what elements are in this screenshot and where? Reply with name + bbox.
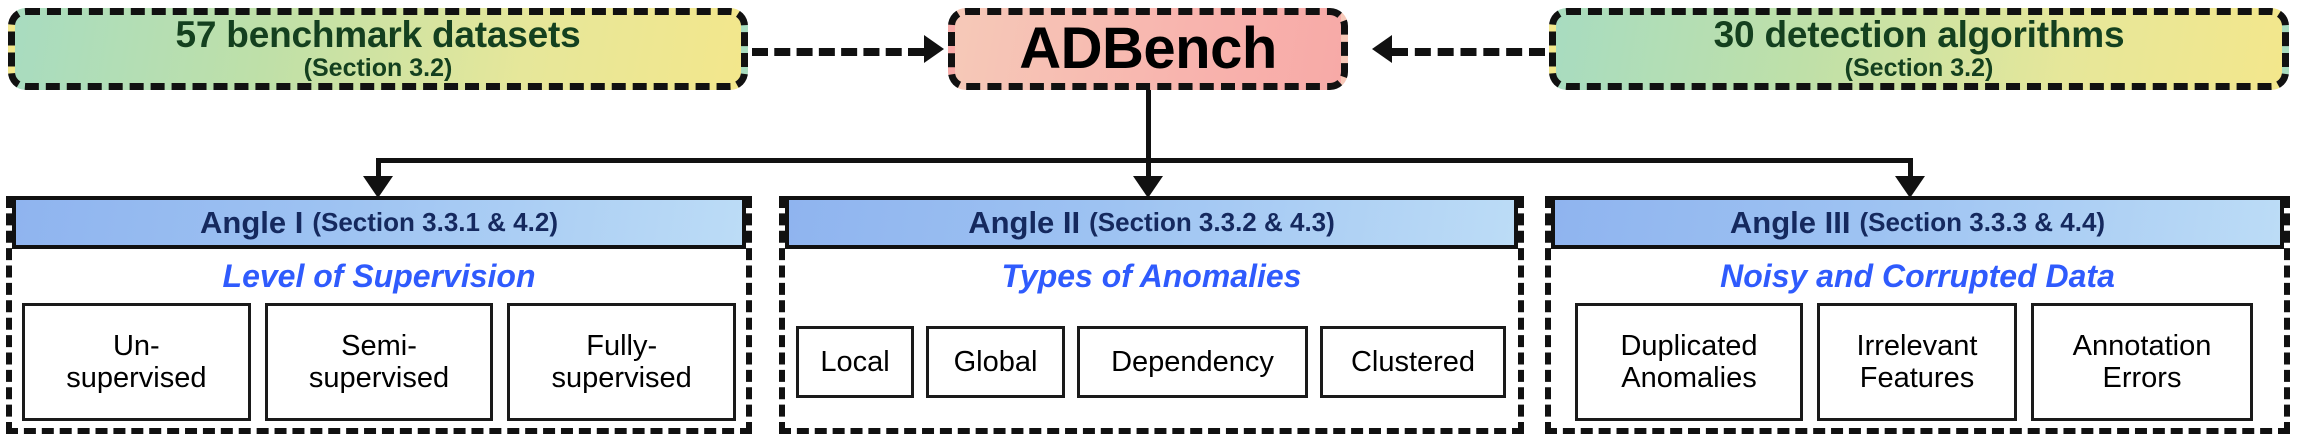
leaf-annotation-errors-line-1: Annotation	[2072, 329, 2212, 362]
angle-iii-name: Angle III	[1729, 204, 1851, 240]
arrow-datasets-to-adbench-icon	[924, 35, 944, 63]
leaf-irrelevant-features[interactable]: Irrelevant Features	[1817, 303, 2017, 421]
leaf-global-line-1: Global	[953, 345, 1038, 378]
detection-algorithms-subtitle: (Section 3.2)	[1844, 54, 1994, 83]
leaf-duplicated-anomalies-line-2: Anomalies	[1621, 362, 1757, 394]
angle-iii-subtitle: Noisy and Corrupted Data	[1720, 258, 2115, 294]
connector-datasets-to-adbench	[752, 48, 924, 56]
adbench-box: ADBench	[948, 8, 1348, 90]
angle-i-items: Un- supervised Semi- supervised Fully- s…	[22, 303, 737, 421]
leaf-dependency-line-1: Dependency	[1111, 345, 1274, 378]
angle-i-header[interactable]: Angle I (Section 3.3.1 & 4.2)	[12, 196, 746, 249]
connector-drop-right	[1908, 158, 1913, 182]
arrow-algorithms-to-adbench-icon	[1372, 35, 1392, 63]
leaf-semi-supervised[interactable]: Semi- supervised	[264, 303, 494, 421]
angle-iii-items: Duplicated Anomalies Irrelevant Features…	[1575, 303, 2267, 421]
detection-algorithms-box: 30 detection algorithms (Section 3.2)	[1549, 8, 2289, 90]
leaf-annotation-errors-line-2: Errors	[2102, 362, 2182, 394]
leaf-clustered[interactable]: Clustered	[1320, 326, 1506, 398]
leaf-clustered-line-1: Clustered	[1350, 345, 1476, 378]
connector-adbench-stem	[1146, 90, 1151, 162]
arrow-to-angle-i-icon	[363, 176, 393, 198]
angle-ii-name: Angle II	[968, 204, 1081, 240]
angle-i-name: Angle I	[200, 204, 304, 240]
leaf-unsupervised-line-2: supervised	[66, 362, 207, 394]
adbench-title: ADBench	[1019, 16, 1277, 82]
detection-algorithms-title: 30 detection algorithms	[1713, 14, 2125, 56]
connector-algorithms-to-adbench	[1392, 48, 1545, 56]
connector-drop-center	[1146, 158, 1151, 182]
angle-ii-subtitle: Types of Anomalies	[1001, 258, 1302, 294]
leaf-annotation-errors[interactable]: Annotation Errors	[2031, 303, 2253, 421]
benchmark-datasets-box: 57 benchmark datasets (Section 3.2)	[8, 8, 748, 90]
leaf-local[interactable]: Local	[796, 326, 914, 398]
arrow-to-angle-iii-icon	[1895, 176, 1925, 198]
benchmark-datasets-title: 57 benchmark datasets	[175, 14, 581, 56]
leaf-semi-supervised-line-1: Semi-	[341, 329, 417, 362]
leaf-duplicated-anomalies[interactable]: Duplicated Anomalies	[1575, 303, 1803, 421]
leaf-unsupervised[interactable]: Un- supervised	[22, 303, 251, 421]
angle-ii-items: Local Global Dependency Clustered	[796, 326, 1508, 398]
angle-iii-header[interactable]: Angle III (Section 3.3.3 & 4.4)	[1551, 196, 2284, 249]
arrow-to-angle-ii-icon	[1133, 176, 1163, 198]
leaf-semi-supervised-line-2: supervised	[308, 362, 450, 394]
leaf-unsupervised-line-1: Un-	[112, 329, 160, 362]
benchmark-datasets-subtitle: (Section 3.2)	[303, 54, 453, 83]
leaf-irrelevant-features-line-2: Features	[1859, 362, 1975, 394]
connector-distributor-bar	[378, 158, 1913, 163]
angle-iii-section: (Section 3.3.3 & 4.4)	[1859, 207, 2106, 237]
leaf-fully-supervised-line-1: Fully-	[586, 329, 658, 362]
leaf-local-line-1: Local	[820, 345, 890, 378]
angle-ii-header[interactable]: Angle II (Section 3.3.2 & 4.3)	[785, 196, 1518, 249]
connector-drop-left	[376, 158, 381, 182]
leaf-fully-supervised-line-2: supervised	[551, 362, 692, 394]
angle-i-subtitle: Level of Supervision	[222, 258, 536, 294]
leaf-duplicated-anomalies-line-1: Duplicated	[1620, 329, 1758, 362]
leaf-global[interactable]: Global	[926, 326, 1065, 398]
leaf-fully-supervised[interactable]: Fully- supervised	[507, 303, 737, 421]
leaf-dependency[interactable]: Dependency	[1077, 326, 1308, 398]
leaf-irrelevant-features-line-1: Irrelevant	[1856, 329, 1978, 362]
angle-ii-section: (Section 3.3.2 & 4.3)	[1089, 207, 1335, 237]
angle-i-section: (Section 3.3.1 & 4.2)	[312, 207, 558, 237]
